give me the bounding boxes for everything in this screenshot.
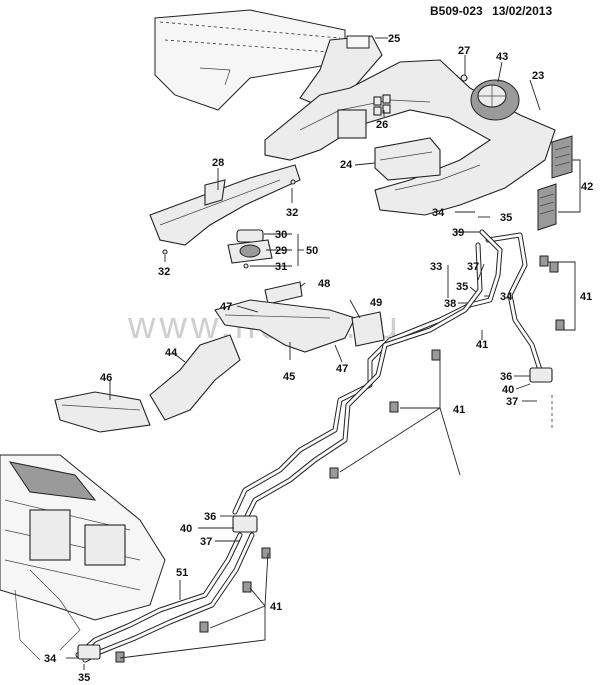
- screw-27: [460, 74, 468, 82]
- pipe-clips-41: [115, 255, 565, 663]
- callout-29: 29: [275, 245, 287, 257]
- callout-labels: 25 27 43 23 26 24 42 28 32 32 34 35 30 2…: [44, 33, 593, 684]
- callout-38: 38: [444, 298, 456, 310]
- callout-40-lower: 40: [180, 523, 192, 535]
- callout-47-lower: 47: [336, 363, 348, 375]
- callout-41-mid: 41: [476, 339, 488, 351]
- callout-42: 42: [581, 181, 593, 193]
- callout-30: 30: [275, 229, 287, 241]
- duct-45: [214, 299, 356, 353]
- refrigerant-pipes: [75, 229, 543, 663]
- callout-36-upper: 36: [500, 371, 512, 383]
- callout-28: 28: [212, 157, 224, 169]
- callout-50: 50: [306, 245, 318, 257]
- callout-41-right: 41: [580, 291, 592, 303]
- module-29-30-31: [227, 229, 273, 269]
- drawing-date: 13/02/2013: [492, 4, 553, 18]
- callout-24: 24: [340, 159, 353, 171]
- callout-37-upper: 37: [467, 261, 479, 273]
- callout-39: 39: [452, 227, 464, 239]
- callout-41-center: 41: [453, 404, 465, 416]
- callout-31: 31: [275, 261, 287, 273]
- callout-26: 26: [376, 119, 388, 131]
- callout-37-mid: 37: [506, 396, 518, 408]
- callout-51: 51: [176, 567, 188, 579]
- callout-23: 23: [532, 70, 544, 82]
- connector-block-40-lower: [232, 515, 258, 533]
- callout-36-lower: 36: [204, 511, 216, 523]
- callout-41-lower: 41: [270, 601, 282, 613]
- drawing-id: B509-023: [430, 4, 483, 18]
- duct-44: [149, 334, 241, 421]
- duct-24: [374, 137, 441, 181]
- blower-motor: [470, 79, 520, 121]
- bracket-28: [149, 164, 301, 246]
- callout-27: 27: [458, 45, 470, 57]
- callout-35-lower: 35: [78, 672, 90, 684]
- callout-34-lower: 34: [44, 653, 57, 665]
- callout-44: 44: [165, 347, 178, 359]
- clips-26: [373, 94, 391, 116]
- callout-48: 48: [318, 278, 330, 290]
- roof-panel: [154, 9, 346, 111]
- callout-35-mid: 35: [456, 281, 468, 293]
- screw-32-right: [290, 179, 296, 185]
- part-48: [264, 281, 303, 305]
- drawing-header: B509-023 13/02/2013: [430, 4, 558, 18]
- callout-34-mid: 34: [500, 291, 513, 303]
- callout-33: 33: [430, 261, 442, 273]
- callout-45: 45: [283, 371, 295, 383]
- part-49: [351, 311, 385, 347]
- callout-37-lower: 37: [200, 536, 212, 548]
- callout-35-upper: 35: [500, 212, 512, 224]
- vent-grilles: [537, 135, 573, 231]
- callout-43: 43: [496, 51, 508, 63]
- callout-25: 25: [388, 33, 400, 45]
- callout-32-left: 32: [158, 266, 170, 278]
- hvac-housing: [0, 454, 166, 661]
- callout-49: 49: [370, 297, 382, 309]
- callout-32-right: 32: [286, 207, 298, 219]
- callout-40-upper: 40: [502, 384, 514, 396]
- leader-lines: [66, 37, 581, 670]
- callout-46: 46: [100, 372, 112, 384]
- connector-block-lower-left: [77, 644, 101, 660]
- connector-block-40-upper: [529, 367, 553, 383]
- callout-34-upper: 34: [432, 207, 445, 219]
- screw-32-left: [162, 249, 168, 255]
- callout-47-upper: 47: [220, 301, 232, 313]
- duct-46: [54, 391, 151, 433]
